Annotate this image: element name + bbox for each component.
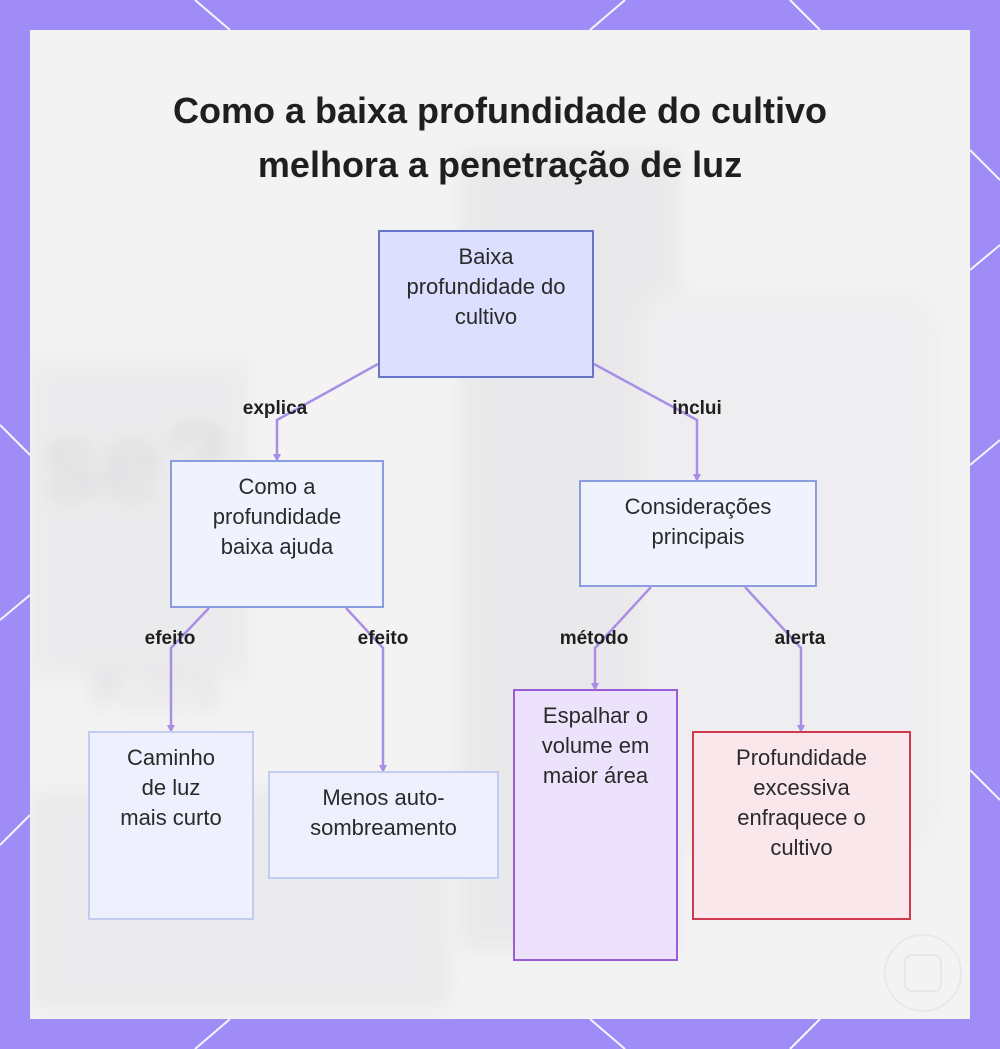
svg-text:Kits: Kits: [90, 647, 222, 725]
node-how-label: Como a profundidade baixa ajuda: [212, 474, 342, 559]
edge-label-effect-2: efeito: [357, 628, 409, 649]
edge-cons-spread: [591, 586, 652, 691]
node-excessive-depth-label: Profundidade excessiva enfraquece o cult…: [736, 745, 867, 860]
node-shorter-light-path: Caminho de luz mais curto: [88, 731, 254, 920]
node-less-self-shading: Menos auto- sombreamento: [268, 771, 499, 879]
edge-label-warning: alerta: [774, 628, 826, 649]
node-excessive-depth: Profundidade excessiva enfraquece o cult…: [692, 731, 911, 920]
node-how-it-helps: Como a profundidade baixa ajuda: [170, 460, 384, 608]
edge-label-method: método: [559, 628, 629, 649]
title-line-2: melhora a penetração de luz: [257, 144, 743, 185]
edge-how-shade: [345, 607, 387, 773]
node-spread-volume-label: Espalhar o volume em maior área: [541, 703, 650, 788]
edge-label-includes: inclui: [672, 398, 722, 419]
edge-root-how: [273, 362, 379, 462]
node-considerations: Considerações principais: [579, 480, 817, 587]
node-considerations-label: Considerações principais: [624, 494, 772, 549]
edge-how-path: [167, 607, 210, 733]
edge-cons-excess: [744, 586, 805, 733]
title-line-1: Como a baixa profundidade do cultivo: [172, 90, 828, 131]
node-spread-volume: Espalhar o volume em maior área: [513, 689, 678, 961]
node-root: Baixa profundidade do cultivo: [378, 230, 594, 378]
watermark-badge: [884, 934, 962, 1012]
edge-label-explains: explica: [242, 398, 308, 419]
watermark-badge-icon: [904, 954, 942, 992]
edge-label-effect-1: efeito: [144, 628, 196, 649]
node-less-shading-label: Menos auto- sombreamento: [310, 785, 457, 840]
node-root-label: Baixa profundidade do cultivo: [406, 244, 566, 329]
page-title: Como a baixa profundidade do cultivo mel…: [30, 84, 970, 192]
edge-root-cons: [593, 362, 701, 482]
node-shorter-path-label: Caminho de luz mais curto: [120, 745, 222, 830]
